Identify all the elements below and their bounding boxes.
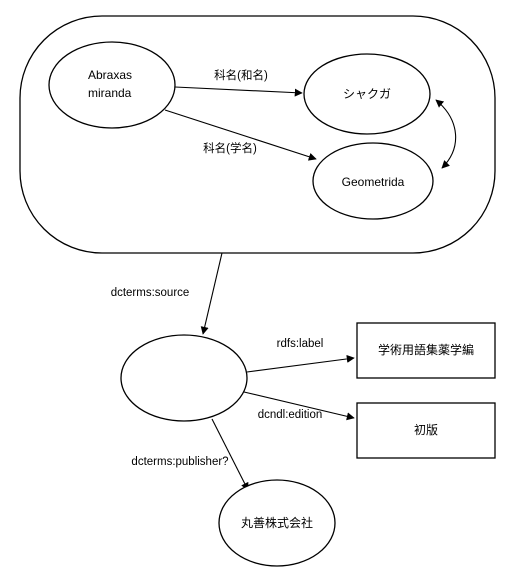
edge-edition-label: dcndl:edition — [258, 409, 323, 421]
node-abraxas-line2: miranda — [88, 86, 132, 100]
node-shakuga — [303, 53, 431, 135]
node-maruzen — [218, 479, 336, 567]
edge-gakumei-label: 科名(学名) — [203, 141, 257, 155]
edge-gakumei-line — [164, 109, 317, 161]
edge-equivalence-curve — [435, 99, 457, 169]
node-abraxas-line1: Abraxas — [88, 68, 132, 82]
edge-wamei-label: 科名(和名) — [214, 68, 268, 82]
edge-publisher-label: dcterms:publisher? — [131, 456, 228, 468]
literal-gakujutsu-box — [356, 322, 496, 379]
edge-source-label: dcterms:source — [111, 287, 190, 299]
node-geometrida — [312, 142, 434, 220]
node-abraxas-miranda — [48, 41, 176, 129]
node-blank — [120, 334, 248, 422]
edge-publisher-line — [211, 418, 249, 491]
node-maruzen-label: 丸善株式会社 — [241, 515, 313, 530]
literal-gakujutsu-text: 学術用語集薬学編 — [378, 342, 474, 357]
edge-label-label: rdfs:label — [277, 338, 324, 350]
edge-label-line — [246, 354, 355, 373]
literal-shohan-box — [356, 402, 496, 459]
node-geometrida-label: Geometrida — [342, 175, 405, 189]
literal-shohan-text: 初版 — [414, 423, 438, 437]
edge-source-line — [200, 252, 223, 335]
node-shakuga-label: シャクガ — [343, 87, 391, 101]
edge-wamei-line — [174, 86, 303, 97]
edge-edition-line — [243, 391, 355, 421]
